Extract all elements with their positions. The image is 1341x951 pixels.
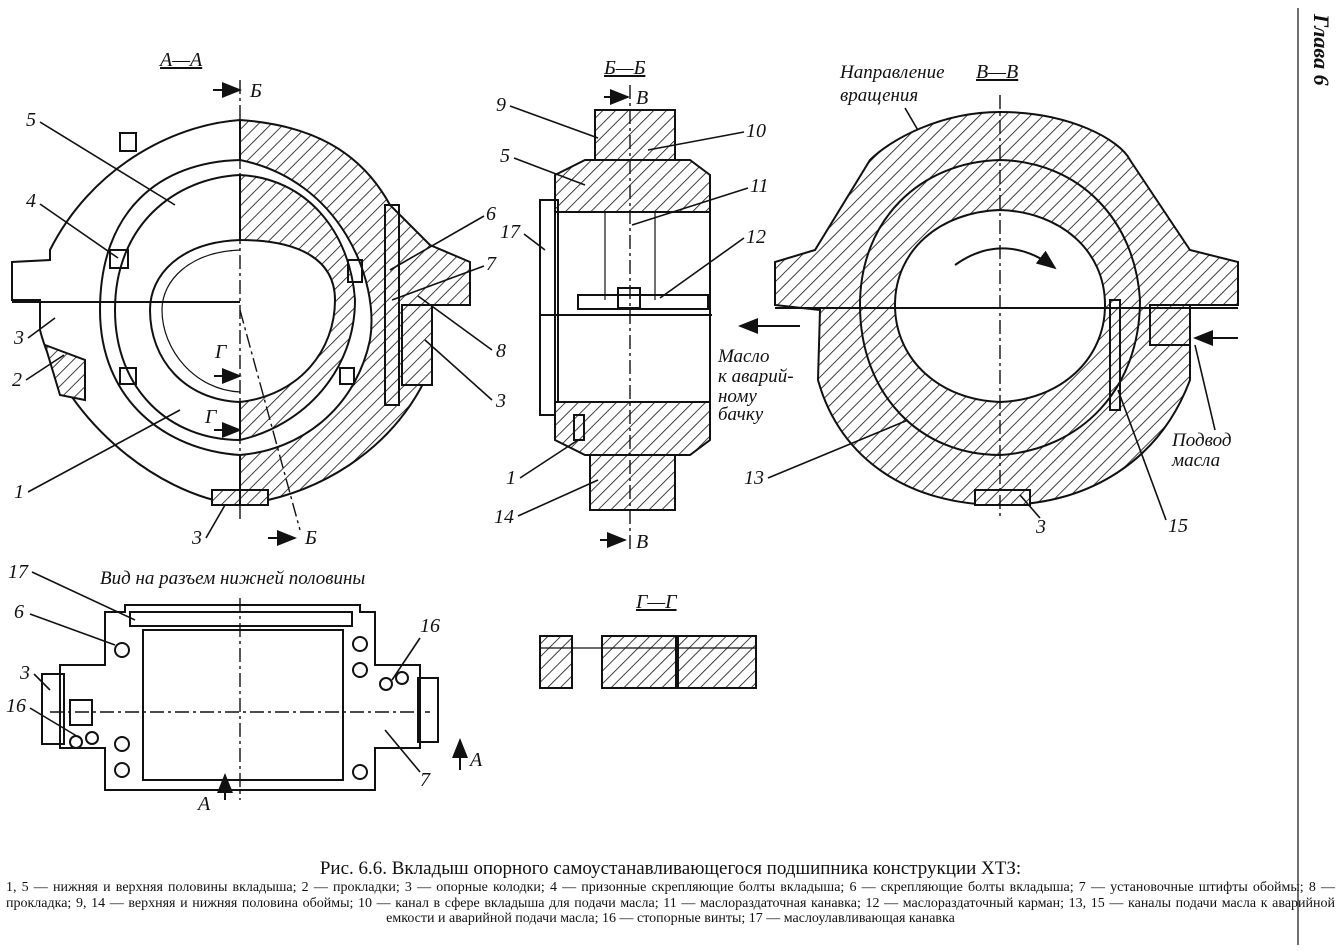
part-number: 3 [13,327,24,349]
lower-half-view: Вид на разъем нижней половины А А 17 6 3… [6,561,483,815]
part-number: 9 [496,94,506,116]
cut-mark-a-bottom: А [196,793,211,815]
part-number: 15 [1168,515,1188,537]
part-number: 7 [486,253,497,275]
part-number: 3 [19,662,30,684]
oil-to-tank-note: Масло к аварий- ному бачку [717,318,800,425]
cut-mark-g-upper: Г [214,341,228,363]
figure-caption-legend: 1, 5 — нижняя и верхняя половины вкладыш… [6,880,1335,926]
section-gg: Г—Г [539,591,757,689]
part-number: 5 [500,145,510,167]
part-number: 3 [495,390,506,412]
section-bb: Б—Б В В 9 5 17 1 14 10 11 12 [494,57,769,553]
part-number: 10 [746,120,766,142]
oil-to-tank-line1: Масло [717,346,770,367]
oil-supply-line2: масла [1171,450,1220,471]
cut-mark-a-right: А [468,749,483,771]
chapter-tab: Глава 6 [1297,8,1334,945]
section-gg-title: Г—Г [635,591,678,613]
part-number: 16 [420,615,440,637]
oil-to-tank-line4: бачку [718,404,764,425]
part-number: 7 [420,769,431,791]
cut-mark-g-lower: Г [204,406,218,428]
part-number: 3 [191,527,202,549]
part-number: 2 [12,369,22,391]
section-aa: А—А Б Б Г Г 5 [11,49,506,549]
part-number: 3 [1035,516,1046,538]
part-number: 1 [14,481,24,503]
rotation-direction-line1: Направление [839,62,945,83]
part-number: 17 [500,221,521,243]
figure-caption-title: Рис. 6.6. Вкладыш опорного самоустанавли… [319,858,1022,879]
section-aa-title: А—А [158,49,203,71]
cut-mark-v-bottom: В [636,531,648,553]
cut-mark-b-top: Б [249,80,262,102]
part-number: 17 [8,561,29,583]
part-number: 16 [6,695,26,717]
part-number: 12 [746,226,766,248]
oil-supply-line1: Подвод [1171,430,1231,451]
part-number: 6 [14,601,24,623]
section-vv-title: В—В [976,61,1018,83]
oil-to-tank-line2: к аварий- [718,366,794,387]
part-number: 5 [26,109,36,131]
section-vv: В—В Направление вращения 13 3 15 Подвод … [744,61,1239,538]
part-number: 8 [496,340,506,362]
part-number: 13 [744,467,764,489]
cut-mark-b-bottom: Б [304,527,317,549]
part-number: 11 [750,175,769,197]
part-number: 14 [494,506,514,528]
section-bb-title: Б—Б [603,57,646,79]
part-number: 6 [486,203,496,225]
figure-caption: Рис. 6.6. Вкладыш опорного самоустанавли… [0,858,1341,927]
cut-mark-v-top: В [636,87,648,109]
rotation-direction-line2: вращения [840,85,918,106]
part-number: 1 [506,467,516,489]
lower-half-view-title: Вид на разъем нижней половины [100,568,365,589]
part-number: 4 [26,190,36,212]
chapter-tab-label: Глава 6 [1309,13,1334,86]
oil-to-tank-line3: ному [718,386,757,407]
